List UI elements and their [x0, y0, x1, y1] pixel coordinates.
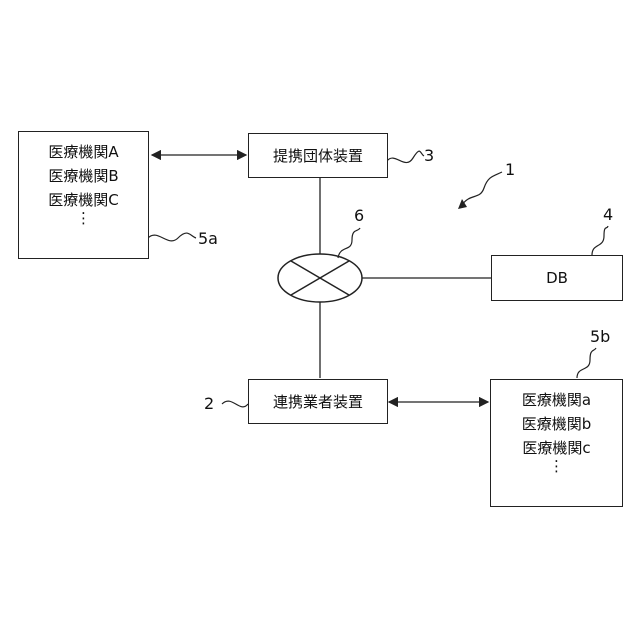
leader-4	[592, 226, 608, 255]
ref-2: 2	[204, 394, 214, 413]
leader-1	[462, 172, 502, 205]
ref-1: 1	[505, 160, 515, 179]
institution-a-item-1: 医療機関A	[48, 140, 118, 164]
partner-device-box: 提携団体装置	[248, 133, 388, 178]
cooperator-device-label: 連携業者装置	[273, 391, 363, 412]
partner-device-label: 提携団体装置	[273, 145, 363, 166]
cooperator-device-box: 連携業者装置	[248, 379, 388, 424]
institutions-b-box: 医療機関a 医療機関b 医療機関c ⋮	[490, 379, 623, 507]
institution-b-ellipsis: ⋮	[549, 462, 564, 470]
institutions-a-box: 医療機関A 医療機関B 医療機関C ⋮	[18, 131, 149, 259]
network-symbol	[278, 254, 362, 302]
institution-a-item-2: 医療機関B	[48, 164, 118, 188]
institution-b-item-2: 医療機関b	[522, 412, 592, 436]
db-label: DB	[546, 269, 568, 287]
db-box: DB	[491, 255, 623, 301]
institution-a-ellipsis: ⋮	[76, 214, 91, 222]
leader-3	[387, 151, 424, 162]
ref-3: 3	[424, 146, 434, 165]
ref-5b: 5b	[590, 327, 610, 346]
leader-6	[338, 228, 360, 258]
leader-2	[222, 401, 248, 407]
ref-6: 6	[354, 206, 364, 225]
ref-5a: 5a	[198, 229, 218, 248]
ref-4: 4	[603, 205, 613, 224]
leader-5b	[577, 348, 596, 378]
leader-5a	[148, 233, 196, 241]
institution-b-item-1: 医療機関a	[522, 388, 591, 412]
